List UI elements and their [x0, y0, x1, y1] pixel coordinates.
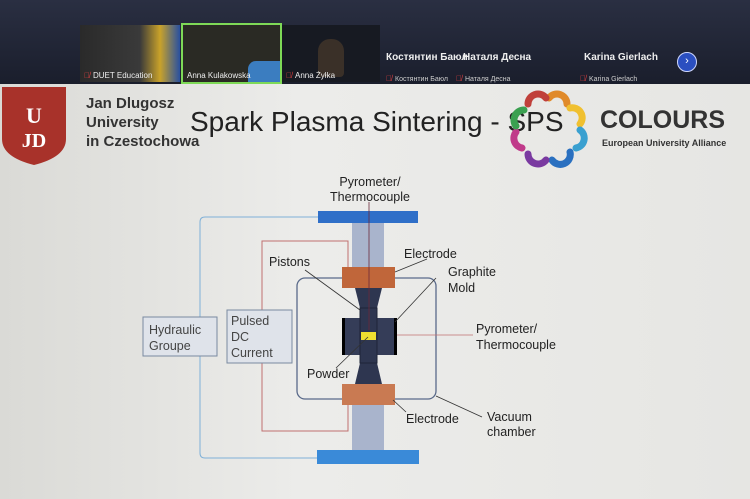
participant-label: Наталя Десна: [465, 76, 511, 83]
video-tile-anna-zylka[interactable]: 🎙̸Anna Żyłka: [282, 25, 380, 82]
label-powder: Powder: [307, 367, 349, 381]
participant-name[interactable]: Костянтин Баюл: [386, 52, 468, 63]
label-electrode-top: Electrode: [404, 247, 457, 261]
bottom-electrode: [342, 384, 395, 405]
label-pyrometer-side: Pyrometer/: [476, 322, 538, 336]
label-thermocouple-top: Thermocouple: [330, 190, 410, 204]
participant-name: DUET Education: [93, 71, 153, 80]
label-vacuum: Vacuum: [487, 410, 532, 424]
label-electrode-bottom: Electrode: [406, 412, 459, 426]
slide-title: Spark Plasma Sintering - SPS: [190, 106, 564, 137]
hydraulic-line-bottom: [199, 356, 317, 459]
mic-muted-icon: 🎙̸: [386, 74, 392, 83]
university-name: Jan Dlugosz University in Czestochowa: [86, 94, 199, 151]
mic-muted-icon: 🎙̸: [286, 71, 292, 80]
top-plate: [318, 211, 418, 223]
current-line-top: [261, 240, 349, 310]
lower-ram: [352, 405, 384, 451]
university-line: University: [86, 114, 159, 131]
current-line-bottom: [261, 363, 349, 432]
participant-label: Karina Gierlach: [589, 76, 638, 83]
lower-spacer: [355, 363, 382, 384]
mic-muted-icon: 🎙̸: [456, 74, 462, 83]
top-electrode: [342, 267, 395, 288]
upper-ram: [352, 223, 384, 268]
powder: [361, 332, 376, 340]
participant-video: [318, 39, 344, 77]
label-pistons: Pistons: [269, 255, 310, 269]
participant-label: Костянтин Баюл: [395, 76, 448, 83]
ujd-logo: U JD: [2, 87, 66, 165]
label-mold: Mold: [448, 281, 475, 295]
participant-name: Anna Kulakowska: [187, 71, 251, 80]
colours-logo-icon: [510, 90, 588, 168]
next-participants-button[interactable]: ›: [677, 52, 697, 72]
participant-name[interactable]: Karina Gierlach: [584, 52, 658, 63]
meeting-toolbar: 🎙̸DUET Education Anna Kulakowska 🎙̸Anna …: [0, 0, 750, 84]
video-tile-duet[interactable]: 🎙̸DUET Education: [80, 25, 180, 82]
hydraulic-line-top: [199, 216, 318, 317]
label-groupe: Groupe: [149, 339, 191, 353]
label-current: Current: [231, 346, 273, 360]
bottom-plate: [317, 450, 419, 464]
svg-text:JD: JD: [22, 130, 46, 152]
video-tile-anna-kulakowska[interactable]: Anna Kulakowska: [181, 23, 282, 84]
participant-video: [248, 61, 280, 82]
mic-muted-icon: 🎙̸: [580, 74, 586, 83]
label-pulsed: Pulsed: [231, 314, 269, 328]
label-graphite: Graphite: [448, 265, 496, 279]
label-chamber: chamber: [487, 425, 536, 439]
svg-text:U: U: [26, 103, 42, 128]
chevron-right-icon: ›: [685, 55, 689, 67]
label-dc: DC: [231, 330, 249, 344]
university-line: Jan Dlugosz: [86, 95, 175, 112]
participant-name[interactable]: Наталя Десна: [463, 52, 532, 63]
participant-name: Anna Żyłka: [295, 71, 336, 80]
alliance-subtitle: European University Alliance: [602, 138, 727, 148]
label-thermocouple-side: Thermocouple: [476, 338, 556, 352]
label-hydraulic: Hydraulic: [149, 323, 201, 337]
mic-muted-icon: 🎙̸: [84, 71, 90, 80]
hydraulic-groupe-box: [142, 316, 218, 357]
upper-spacer: [355, 288, 382, 308]
university-line: in Czestochowa: [86, 133, 200, 150]
alliance-name: COLOURS: [600, 106, 725, 134]
label-pyrometer-top: Pyrometer/: [339, 175, 401, 189]
pulsed-dc-box: [226, 309, 293, 364]
